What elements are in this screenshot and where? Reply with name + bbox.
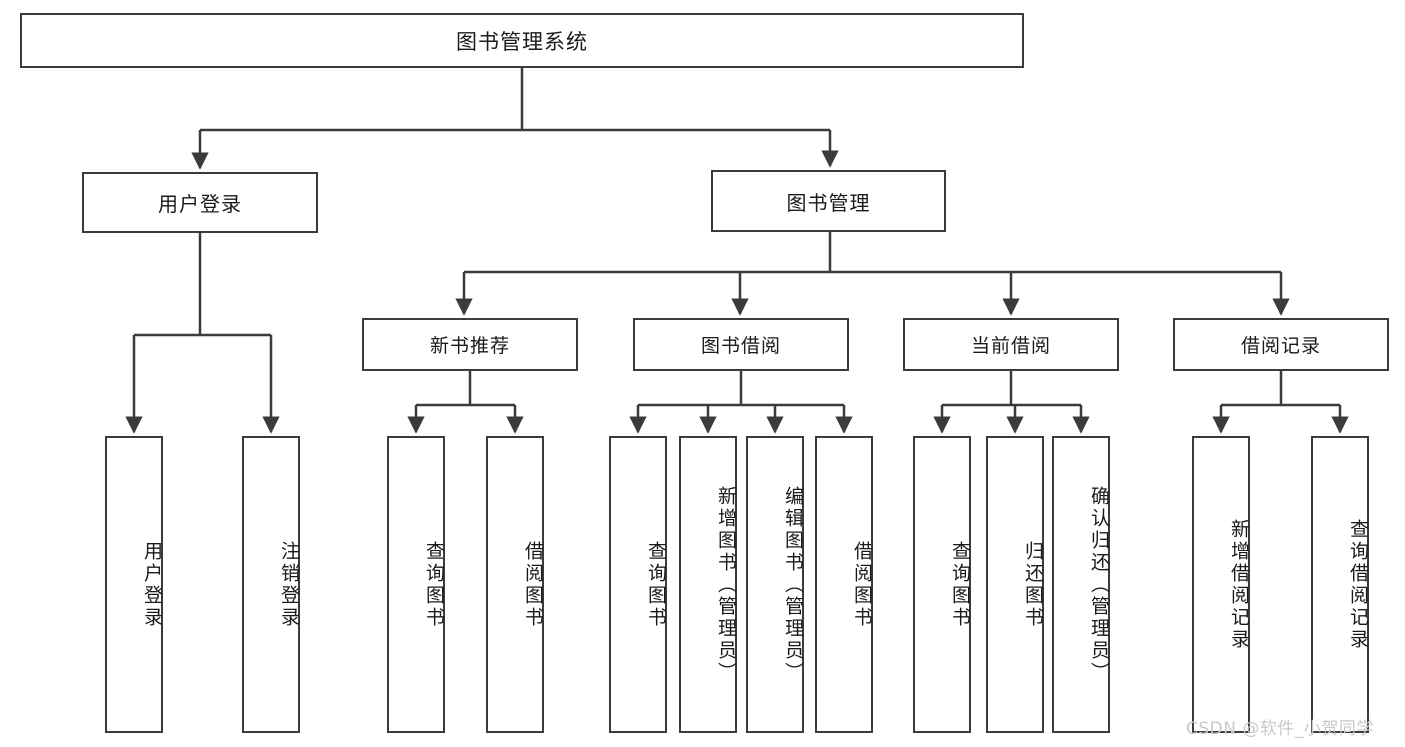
node-borrow-record-label: 借阅记录 — [1240, 335, 1321, 357]
node-leaf-confirm-return[interactable]: 确认归还（管理员） — [1052, 436, 1110, 733]
node-leaf-query-book-3[interactable]: 查询图书 — [913, 436, 971, 733]
node-leaf-return-book-label: 归还图书 — [1022, 540, 1044, 629]
node-leaf-query-book-2[interactable]: 查询图书 — [609, 436, 667, 733]
node-leaf-query-book-2-label: 查询图书 — [645, 540, 667, 629]
node-leaf-add-book[interactable]: 新增图书（管理员） — [679, 436, 737, 733]
node-borrow-record[interactable]: 借阅记录 — [1173, 318, 1389, 371]
node-new-book-rec[interactable]: 新书推荐 — [362, 318, 578, 371]
node-leaf-return-book[interactable]: 归还图书 — [986, 436, 1044, 733]
node-leaf-query-book-3-label: 查询图书 — [949, 540, 971, 629]
node-leaf-edit-book[interactable]: 编辑图书（管理员） — [746, 436, 804, 733]
node-book-manage-label: 图书管理 — [786, 190, 871, 215]
node-book-borrow[interactable]: 图书借阅 — [633, 318, 849, 371]
node-leaf-query-book-1[interactable]: 查询图书 — [387, 436, 445, 733]
node-leaf-query-record-label: 查询借阅记录 — [1347, 518, 1369, 651]
node-new-book-rec-label: 新书推荐 — [429, 335, 510, 357]
node-leaf-borrow-book-2-label: 借阅图书 — [851, 540, 873, 629]
node-leaf-user-logout[interactable]: 注销登录 — [242, 436, 300, 733]
node-book-manage[interactable]: 图书管理 — [711, 170, 946, 232]
node-leaf-confirm-return-label: 确认归还（管理员） — [1088, 485, 1110, 684]
watermark-text: CSDN @软件_小贺同学 — [1186, 719, 1374, 739]
node-user-login-label: 用户登录 — [158, 192, 242, 216]
node-leaf-add-record[interactable]: 新增借阅记录 — [1192, 436, 1250, 733]
node-leaf-user-logout-label: 注销登录 — [278, 540, 300, 629]
node-leaf-add-record-label: 新增借阅记录 — [1228, 518, 1250, 651]
node-root-label: 图书管理系统 — [456, 29, 588, 54]
node-leaf-borrow-book-1[interactable]: 借阅图书 — [486, 436, 544, 733]
node-leaf-edit-book-label: 编辑图书（管理员） — [782, 485, 804, 684]
node-leaf-query-book-1-label: 查询图书 — [423, 540, 445, 629]
node-leaf-user-login[interactable]: 用户登录 — [105, 436, 163, 733]
node-leaf-query-record[interactable]: 查询借阅记录 — [1311, 436, 1369, 733]
node-current-borrow[interactable]: 当前借阅 — [903, 318, 1119, 371]
node-book-borrow-label: 图书借阅 — [700, 335, 781, 357]
node-leaf-borrow-book-1-label: 借阅图书 — [522, 540, 544, 629]
node-leaf-user-login-label: 用户登录 — [141, 540, 163, 629]
node-user-login[interactable]: 用户登录 — [82, 172, 318, 233]
node-leaf-borrow-book-2[interactable]: 借阅图书 — [815, 436, 873, 733]
node-current-borrow-label: 当前借阅 — [970, 335, 1051, 357]
node-root[interactable]: 图书管理系统 — [20, 13, 1024, 68]
node-leaf-add-book-label: 新增图书（管理员） — [715, 485, 737, 684]
